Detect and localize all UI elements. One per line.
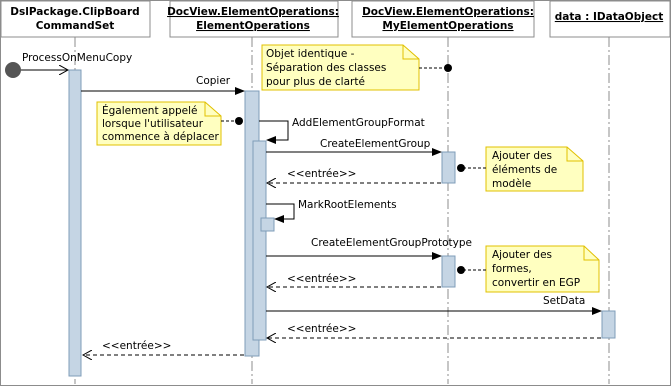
activation-markroot [260,217,275,232]
lifeline-title-line1: data : IDataObject [555,11,663,23]
message-mark-root-label: MarkRootElements [298,199,397,211]
note-line: Ajouter des [492,150,552,162]
note-line: lorsque l'utilisateur [102,118,204,130]
lifeline-title-line1: DocView.ElementOperations: [167,6,339,18]
activation-dataobject [601,310,616,339]
note-identical-object: Objet identique - Séparation des classes… [261,44,420,91]
lifeline-title-line1: DocView.ElementOperations: [362,6,534,18]
message-entree-2-label: <<entrée>> [287,273,356,285]
note-line: Objet identique - [266,48,355,60]
activation-elementoperations-nested [252,140,267,341]
message-entree-4-label: <<entrée>> [102,340,171,352]
note-line: Ajouter des [492,249,552,261]
activation-commandset [68,69,82,377]
message-set-data-label: SetData [543,295,585,307]
lifeline-title-line2: ElementOperations [196,20,310,32]
note-line: modèle [492,178,531,190]
message-add-group-format-arrow [259,120,289,144]
note-anchor-dot [235,117,243,125]
lifeline-header-elementoperations: DocView.ElementOperations: ElementOperat… [167,0,339,38]
message-entree-3-label: <<entrée>> [287,323,356,335]
note-also-called: Également appelé lorsque l'utilisateur c… [96,101,222,146]
note-anchor-dot [444,64,452,72]
note-add-elements: Ajouter des éléments de modèle [485,146,584,192]
activation-myelementoperations-1 [441,151,456,184]
activation-myelementoperations-2 [441,255,456,288]
message-create-group-label: CreateElementGroup [320,138,431,150]
lifeline-header-commandset: DslPackage.ClipBoard CommandSet [0,0,151,38]
note-line: commence à déplacer [102,131,219,143]
lifeline-title-line1: DslPackage.ClipBoard [10,6,139,18]
note-anchor-dot [457,266,465,274]
note-anchor-dot [457,164,465,172]
note-add-shapes: Ajouter des formes, convertir en EGP [485,245,600,293]
note-line: formes, [492,263,532,275]
message-copier-label: Copier [196,75,231,87]
note-line: Séparation des classes [266,62,386,74]
lifeline-title-line2: CommandSet [36,20,115,32]
message-entree-1-label: <<entrée>> [287,168,356,180]
note-line: éléments de [492,164,557,176]
note-line: pour plus de clarté [266,76,365,88]
lifeline-header-myelementoperations: DocView.ElementOperations: MyElementOper… [351,0,535,38]
message-add-group-format-label: AddElementGroupFormat [292,117,425,129]
note-line: convertir en EGP [492,277,580,289]
start-node [5,62,21,78]
message-create-prototype-label: CreateElementGroupPrototype [311,237,472,249]
lifeline-title-line2: MyElementOperations [382,20,513,32]
message-mark-root-arrow [266,203,295,223]
note-line: Également appelé [102,104,198,117]
message-process-label: ProcessOnMenuCopy [22,52,132,64]
lifeline-header-dataobject: data : IDataObject [549,0,671,38]
